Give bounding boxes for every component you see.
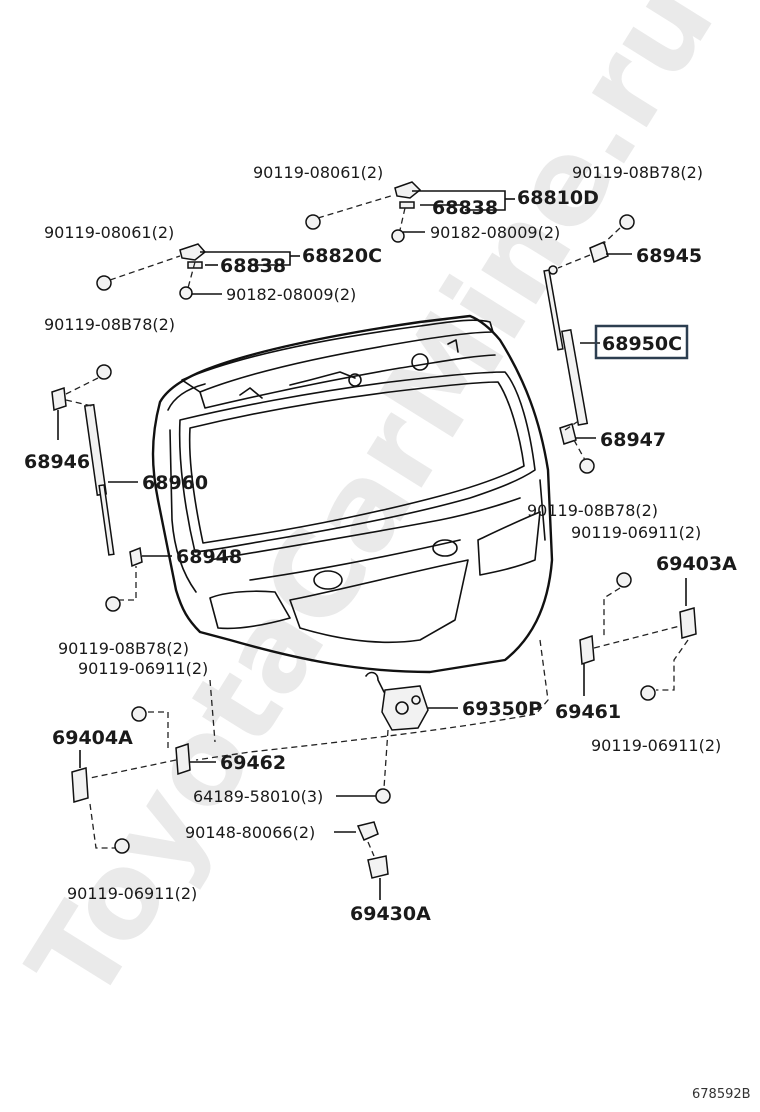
part-labels: 90119-08061(2) 90119-08061(2) 90119-08B7… [24,163,737,925]
right-stop-striker [579,572,697,701]
label-bracket-lower-left: 68948 [176,546,242,568]
label-hinge-left: 68820C [302,245,382,267]
label-stop-right: 69403A [656,553,737,575]
label-bolt-right-mid: 90119-06911(2) [571,523,701,542]
lower-brackets [105,419,595,612]
label-bracket-upper-left: 68946 [24,451,90,473]
label-bolt-top-center: 90119-08061(2) [253,163,383,182]
label-pad-right: 68838 [432,197,498,219]
door-seam-line [195,639,549,761]
label-bracket-lower-right: 68947 [600,429,666,451]
label-striker-left: 69462 [220,752,286,774]
label-bolt-right-lower: 90119-08B78(2) [527,501,658,520]
label-stop-left: 69404A [52,727,133,749]
label-strut-right: 68950C [602,333,682,355]
highlighted-part-box [594,324,689,360]
label-cap-left: 90182-08009(2) [226,285,356,304]
label-bolt-right-bottom: 90119-06911(2) [591,736,721,755]
label-handle: 69430A [350,903,431,925]
strut-left [83,403,115,556]
label-screw: 90148-80066(2) [185,823,315,842]
label-cap-right: 90182-08009(2) [430,223,560,242]
label-bolt-top-left: 90119-08061(2) [44,223,174,242]
label-strut-left: 68960 [142,472,208,494]
left-stop-striker [71,706,191,854]
label-bolt-left-lower: 90119-08B78(2) [58,639,189,658]
label-bolt-left-mid: 90119-06911(2) [78,659,208,678]
label-bracket-upper-right: 68945 [636,245,702,267]
leader-lines [57,190,687,900]
label-lock: 69350P [462,698,542,720]
back-door-panel [151,314,554,674]
lock-assembly [356,671,429,879]
label-striker-right: 69461 [555,701,621,723]
hinge-left-assembly [96,243,207,300]
label-hinge-right: 68810D [517,187,599,209]
label-bolt-left-upper: 90119-08B78(2) [44,315,175,334]
hinge-right-assembly [305,181,422,243]
upper-brackets [51,214,635,412]
label-bolt-top-right: 90119-08B78(2) [572,163,703,182]
label-bolt-left-bottom: 90119-06911(2) [67,884,197,903]
label-pad-left: 68838 [220,255,286,277]
diagram-reference: 678592B [692,1087,751,1102]
label-lock-screw: 64189-58010(3) [193,787,323,806]
strut-right [543,265,589,426]
